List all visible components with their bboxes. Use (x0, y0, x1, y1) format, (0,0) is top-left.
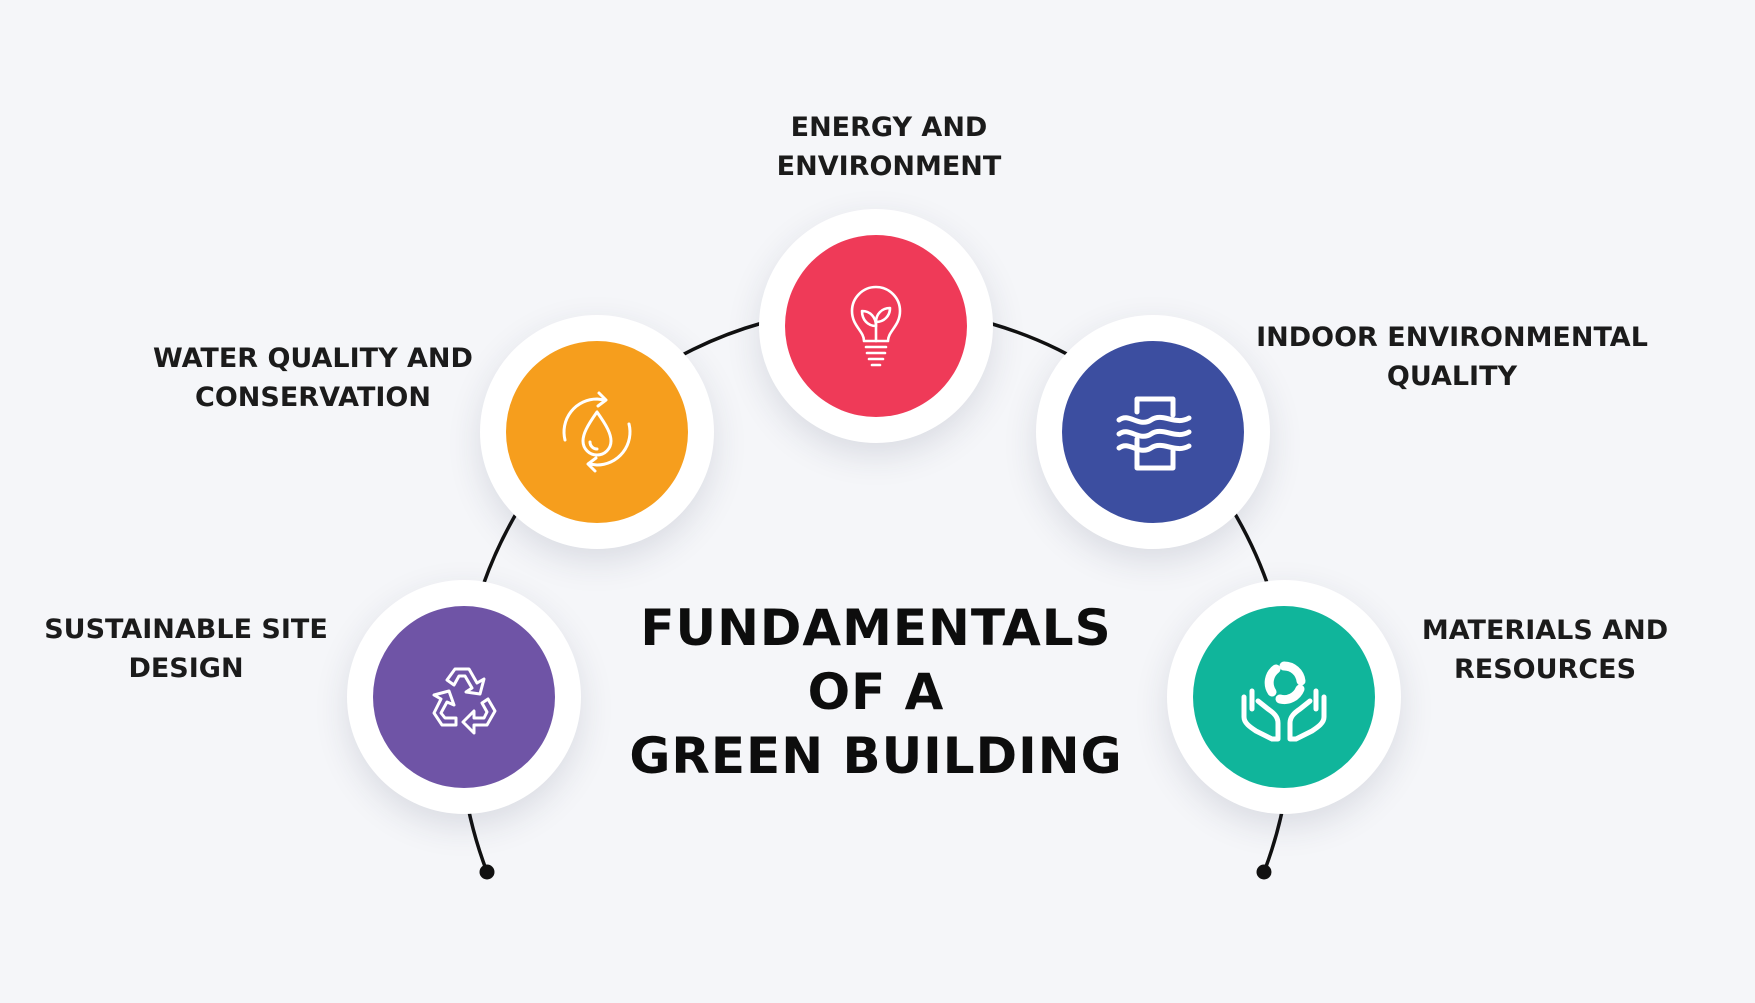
diagram-title-line-2: OF A (807, 663, 945, 721)
label-materials-line-1: MATERIALS AND (1421, 615, 1669, 646)
label-materials-line-2: RESOURCES (1453, 654, 1637, 685)
node-indoor-circle (1062, 341, 1244, 523)
label-energy-line-1: ENERGY AND (790, 112, 988, 143)
label-indoor-line-1: INDOOR ENVIRONMENTAL (1256, 322, 1648, 353)
hands-resources-icon (1241, 661, 1327, 742)
node-materials (1167, 580, 1401, 814)
recycle-icon (432, 667, 497, 735)
air-flow-icon (1116, 396, 1192, 471)
label-energy-line-2: ENVIRONMENT (776, 151, 1002, 182)
label-sustainable-site-line-1: SUSTAINABLE SITE (44, 614, 328, 645)
node-sustainable-site-circle (373, 606, 555, 788)
label-indoor-line-2: QUALITY (1386, 361, 1518, 392)
diagram-title-line-3: GREEN BUILDING (629, 727, 1123, 785)
diagram-title-line-1: FUNDAMENTALS (640, 599, 1112, 657)
node-water-circle (506, 341, 688, 523)
diagram-title: FUNDAMENTALS OF A GREEN BUILDING (629, 596, 1122, 788)
eco-lightbulb-icon (850, 285, 902, 367)
node-materials-circle (1193, 606, 1375, 788)
label-sustainable-site-line-2: DESIGN (128, 653, 244, 684)
label-energy: ENERGY AND ENVIRONMENT (777, 108, 1002, 186)
label-indoor: INDOOR ENVIRONMENTAL QUALITY (1256, 318, 1648, 396)
node-water (480, 315, 714, 549)
water-drop-cycle-icon (562, 391, 632, 473)
node-energy-circle (785, 235, 967, 417)
label-water-line-1: WATER QUALITY AND (153, 343, 473, 374)
node-indoor (1036, 315, 1270, 549)
arc-end-dot-left (479, 864, 495, 880)
node-energy (759, 209, 993, 443)
node-sustainable-site (347, 580, 581, 814)
label-water: WATER QUALITY AND CONSERVATION (153, 339, 473, 417)
label-water-line-2: CONSERVATION (195, 382, 431, 413)
arc-end-dot-right (1256, 864, 1272, 880)
label-materials: MATERIALS AND RESOURCES (1422, 611, 1668, 689)
label-sustainable-site: SUSTAINABLE SITE DESIGN (44, 610, 328, 688)
